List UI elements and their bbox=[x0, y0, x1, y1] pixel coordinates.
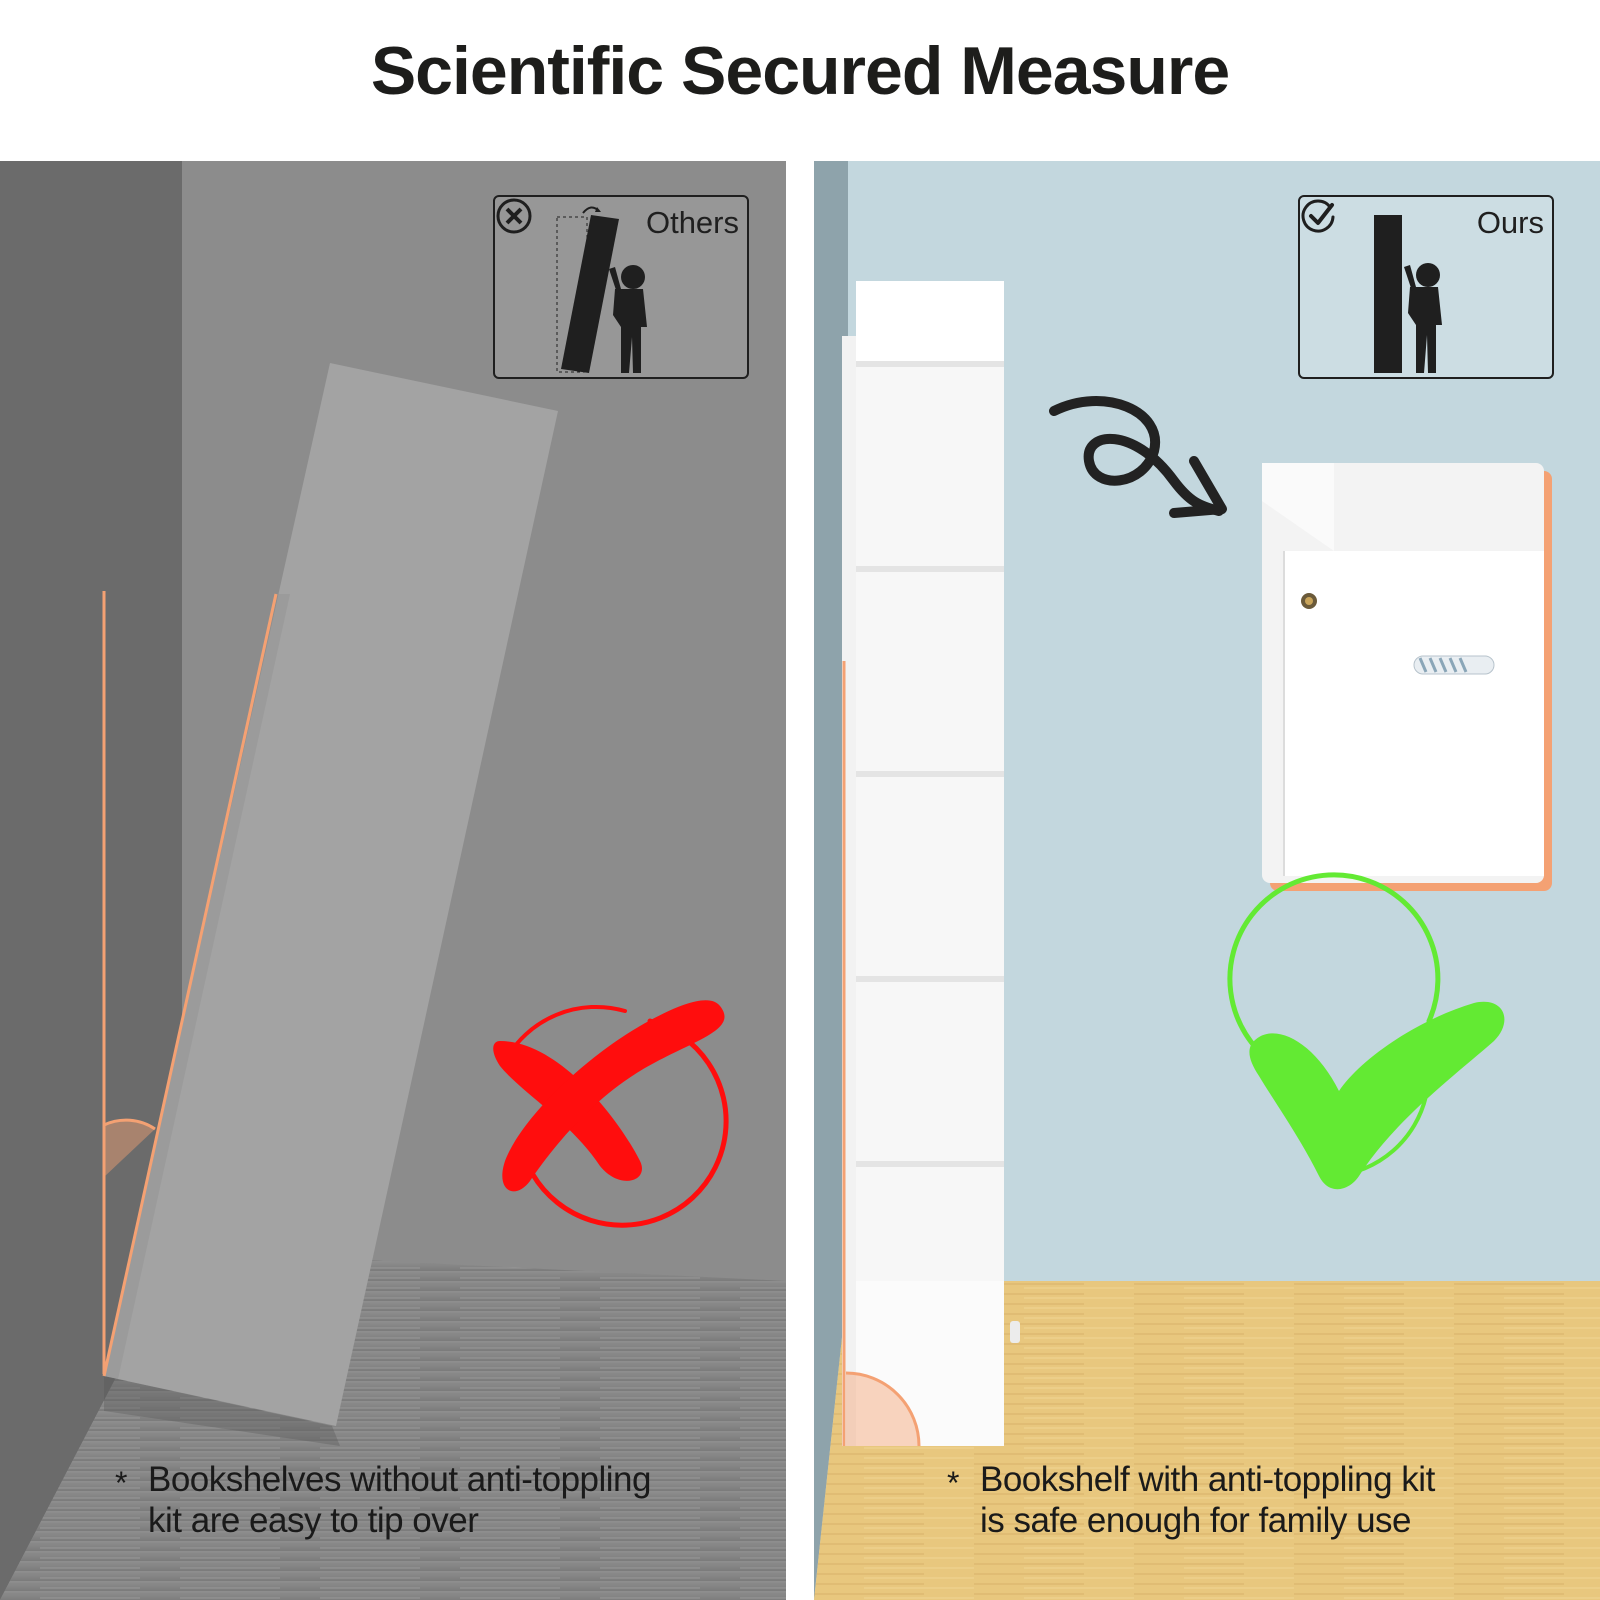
caption-bullet: * bbox=[947, 1465, 959, 1501]
tipping-shelf-child-figure bbox=[556, 206, 647, 373]
x-circle-icon bbox=[496, 198, 532, 234]
caption-line-1: Bookshelf with anti-toppling kit bbox=[980, 1460, 1435, 1499]
tipping-bookshelf bbox=[104, 363, 558, 1426]
caption-with-kit: * Bookshelf with anti-toppling kit is sa… bbox=[947, 1459, 1587, 1541]
check-circle-icon bbox=[1301, 199, 1335, 233]
red-cross-icon bbox=[493, 1000, 729, 1228]
caption-bullet: * bbox=[115, 1465, 127, 1501]
caption-line-2: is safe enough for family use bbox=[980, 1501, 1412, 1540]
legend-others: Others bbox=[493, 195, 749, 379]
secured-bookshelf-scene bbox=[814, 161, 1600, 1600]
green-check-icon bbox=[1227, 872, 1505, 1190]
legend-label-ours: Ours bbox=[1476, 205, 1544, 240]
upright-angle-arc bbox=[846, 1373, 919, 1446]
caption-line-2: kit are easy to tip over bbox=[148, 1501, 479, 1540]
caption-line-1: Bookshelves without anti-toppling bbox=[148, 1460, 651, 1499]
wood-floor bbox=[814, 1281, 1600, 1600]
upright-shelf-child-figure bbox=[1374, 215, 1442, 373]
pointer-arrow-icon bbox=[1049, 396, 1224, 516]
wall-anchor-icon bbox=[1413, 655, 1495, 675]
upright-bookshelf bbox=[842, 281, 1020, 1446]
tipping-bookshelf-scene bbox=[0, 161, 786, 1600]
tilt-reference-line bbox=[102, 593, 278, 1377]
anchor-detail-inset bbox=[1262, 463, 1552, 891]
caption-without-kit: * Bookshelves without anti-toppling kit … bbox=[115, 1459, 755, 1541]
tilt-angle-arc bbox=[104, 1120, 155, 1177]
page-title: Scientific Secured Measure bbox=[370, 33, 1230, 109]
comparison-panel-without-kit: Others * Bookshelves without anti-toppli… bbox=[0, 161, 786, 1600]
comparison-panel-with-kit: Ours * Bookshelf with anti-toppling kit … bbox=[814, 161, 1600, 1600]
legend-label-others: Others bbox=[645, 205, 739, 240]
side-wall bbox=[814, 161, 848, 1600]
legend-ours: Ours bbox=[1298, 195, 1554, 379]
